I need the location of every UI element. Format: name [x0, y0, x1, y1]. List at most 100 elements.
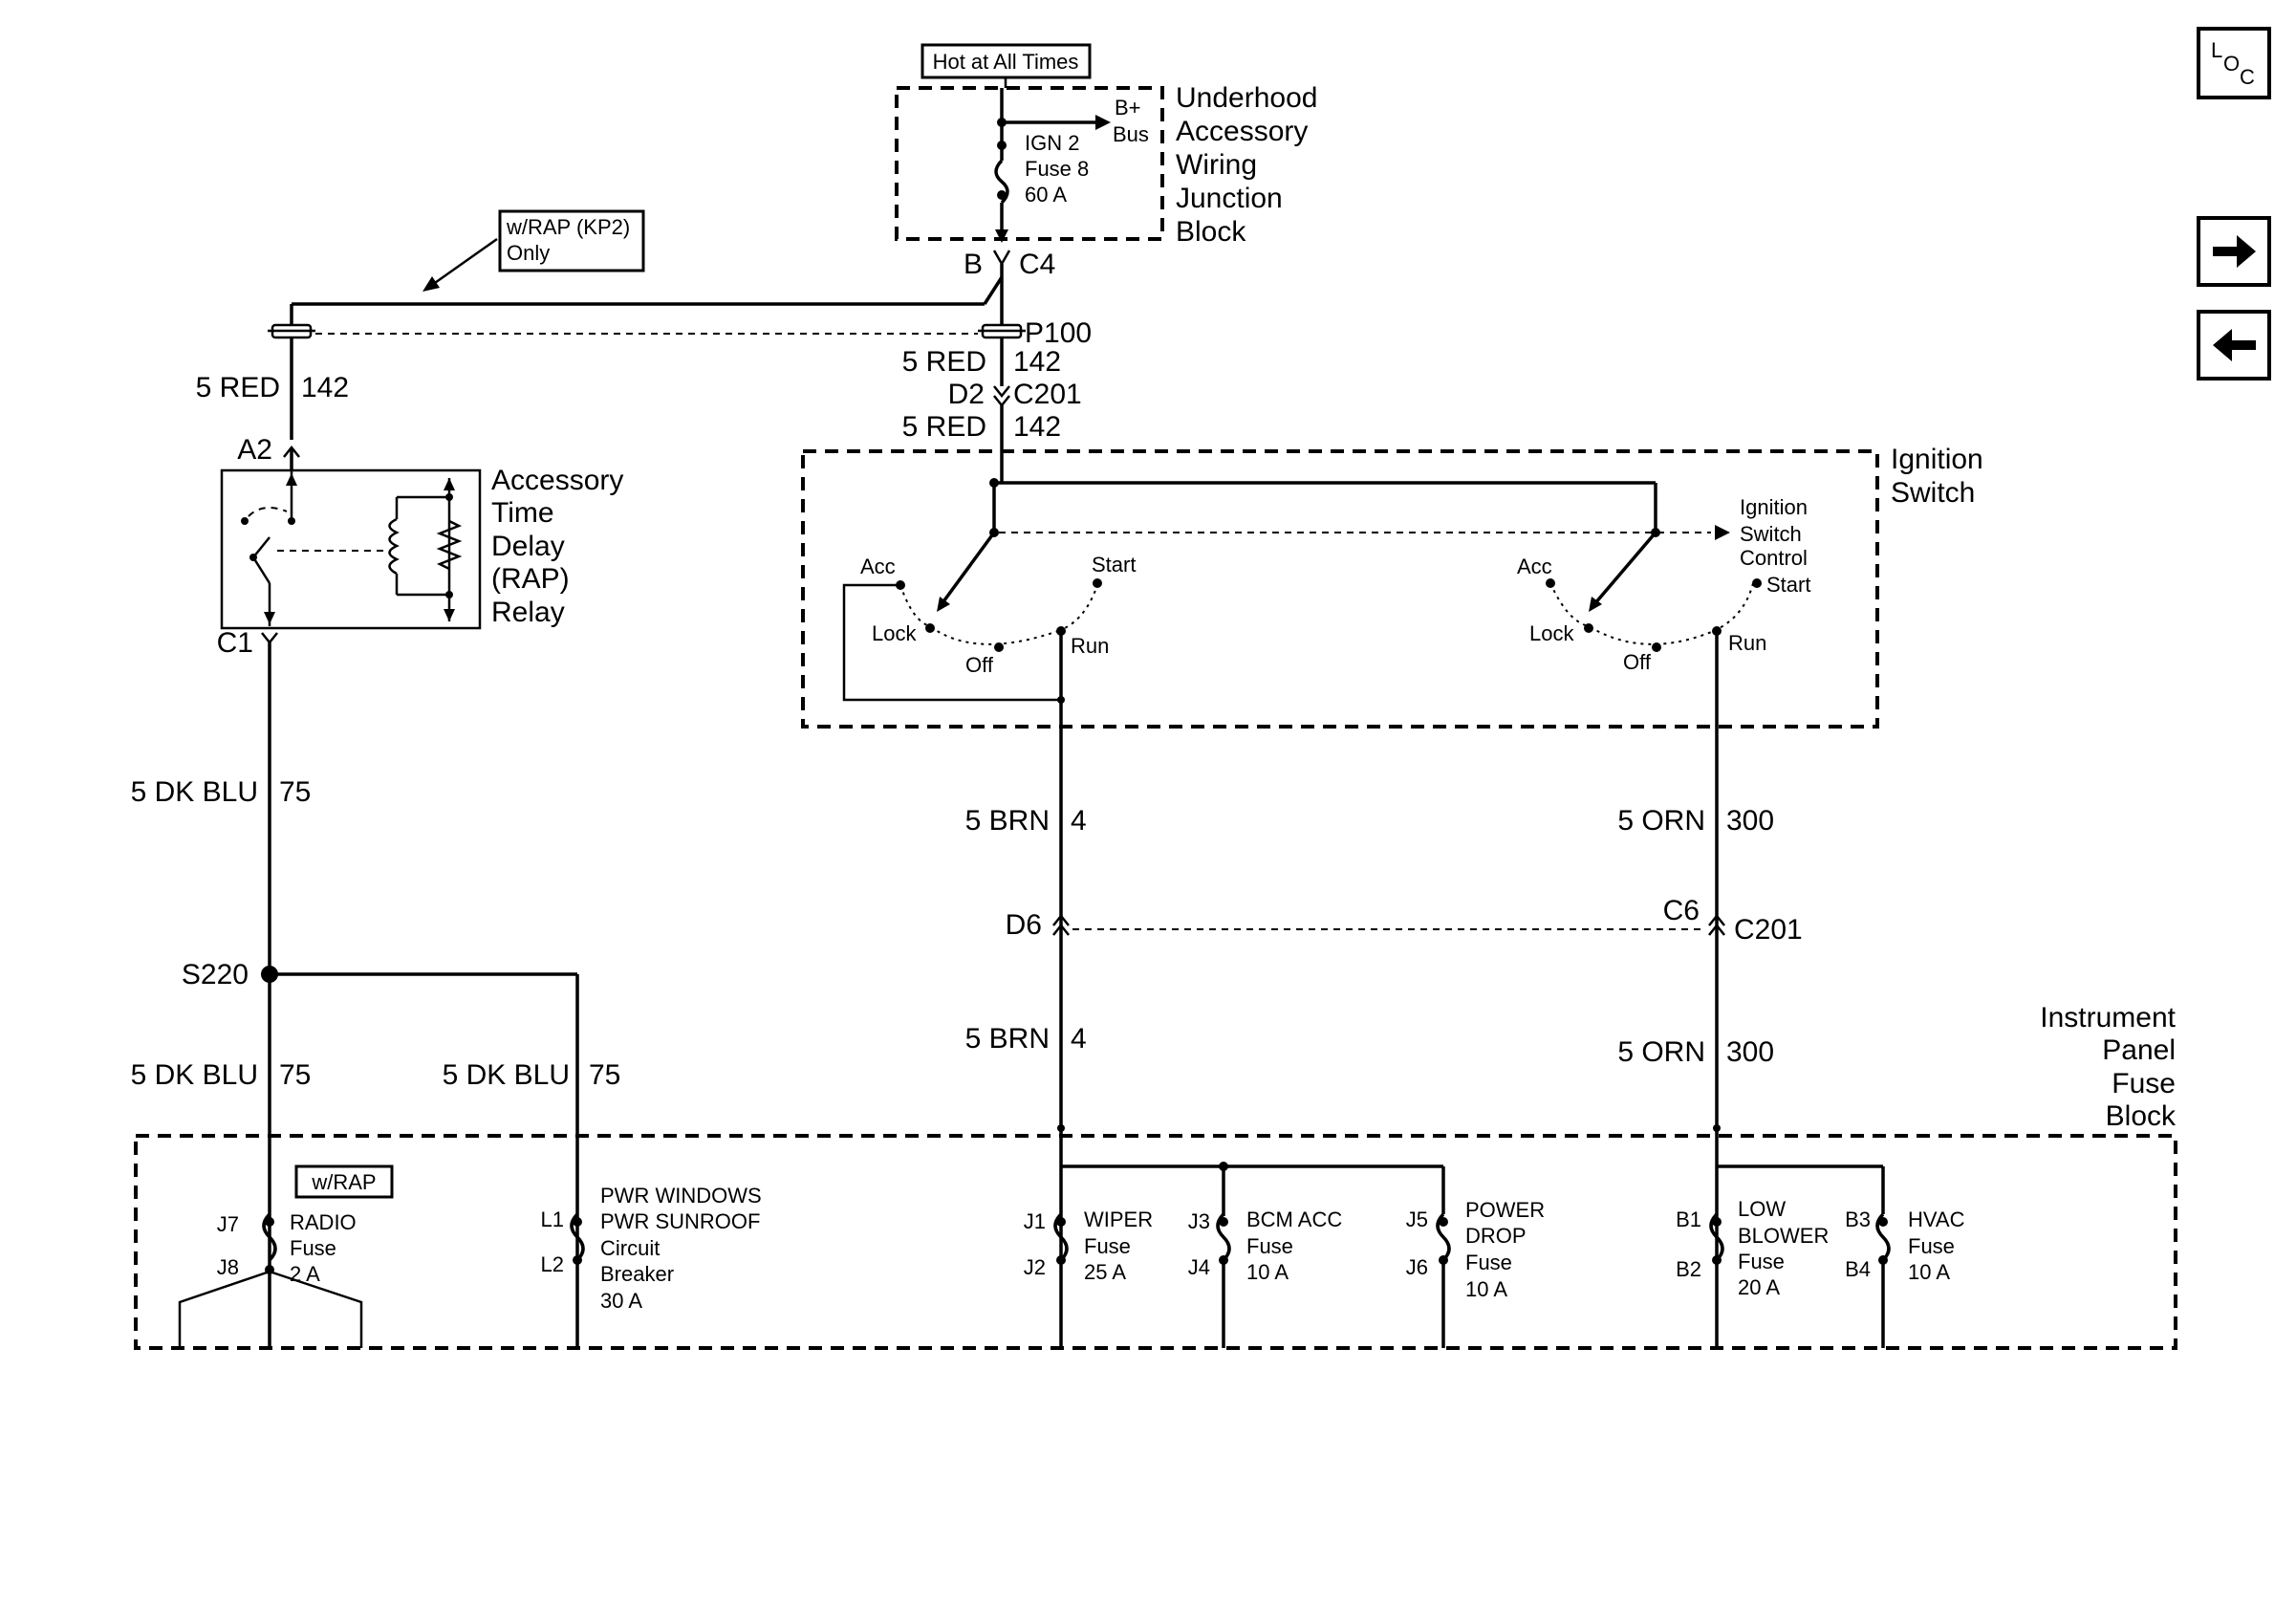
- relay-pin-bottom-label: C1: [217, 627, 253, 659]
- wire-color-label: 5 RED: [902, 411, 986, 443]
- fuse-label: 20 A: [1738, 1275, 1780, 1299]
- arrow-down-icon: [264, 612, 275, 624]
- fuse-label: Fuse: [1465, 1251, 1512, 1274]
- run-position-label: Run: [1071, 634, 1109, 658]
- feed-wiring: w/RAP (KP2) Only P100 5 RED 142 D2 C201 …: [196, 209, 1092, 483]
- rap-option-box: [498, 209, 645, 272]
- ignition-switch-title: Ignition: [1891, 444, 1983, 475]
- bus-arrow-icon: [1095, 115, 1111, 130]
- c201-connector-label: C201: [1734, 914, 1803, 946]
- wire-circuit-label: 4: [1071, 805, 1087, 837]
- arrow-icon: [937, 597, 950, 612]
- wire-circuit-label: 4: [1071, 1023, 1087, 1055]
- fuse-label: PWR SUNROOF: [600, 1209, 760, 1233]
- p100-splice-pack-left: [268, 323, 315, 339]
- fuse-label: RADIO: [290, 1210, 357, 1234]
- wire-color-label: 5 DK BLU: [131, 1059, 258, 1091]
- underhood-title-line: Junction: [1176, 183, 1283, 214]
- resistor-icon: [436, 519, 463, 571]
- arrow-right-icon: [1715, 525, 1730, 540]
- loc-letter: C: [2240, 65, 2255, 89]
- fuse-pin-in: L1: [541, 1208, 564, 1231]
- wire-color-label: 5 DK BLU: [443, 1059, 570, 1091]
- loc-letter: O: [2223, 52, 2240, 76]
- relay-title-line: Time: [491, 497, 554, 529]
- fuse-label: 10 A: [1465, 1277, 1507, 1301]
- wire-circuit-label: 300: [1726, 1036, 1774, 1068]
- off-position-label: Off: [965, 653, 994, 677]
- underhood-title-line: Underhood: [1176, 82, 1317, 114]
- ignition-switch-outline: [801, 449, 1879, 729]
- ip-fuse-block-title: Fuse: [2112, 1068, 2176, 1099]
- fuse-pin-in: J5: [1406, 1208, 1428, 1231]
- rap-relay-box: [220, 468, 482, 630]
- left-arrow-icon: [2213, 329, 2256, 361]
- fuse-pin-in: B1: [1676, 1208, 1701, 1231]
- fuse-label: Fuse: [1738, 1250, 1785, 1273]
- fuse-pin-out: B2: [1676, 1257, 1701, 1281]
- fuse-label: 2 A: [290, 1262, 320, 1286]
- relay-pin-top-label: A2: [237, 434, 272, 466]
- connector-icon: [1052, 923, 1070, 936]
- fuse-8-label: 60 A: [1025, 183, 1067, 207]
- wire-color-label: 5 BRN: [965, 805, 1050, 837]
- wire-color-label: 5 RED: [196, 372, 280, 403]
- fuse-pin-out: J4: [1188, 1255, 1210, 1279]
- fuse-symbol-icon: [994, 159, 1009, 205]
- connector-icon: [261, 632, 278, 645]
- wire-circuit-label: 142: [1013, 411, 1061, 443]
- fuse-pin-out: J2: [1024, 1255, 1046, 1279]
- relay-title-line: (RAP): [491, 563, 570, 595]
- lock-position-label: Lock: [872, 621, 917, 645]
- underhood-block-outline: [895, 86, 1164, 241]
- circuit-breaker-pwr: L1 L2 PWR WINDOWS PWR SUNROOF Circuit Br…: [541, 1184, 762, 1313]
- ip-fuse-block-title: Instrument: [2040, 1002, 2176, 1033]
- c4-pin-label: B: [964, 249, 983, 280]
- start-position-label: Start: [1092, 553, 1136, 577]
- fuse-wiper: J1 J2 WIPER Fuse 25 A: [1024, 1208, 1153, 1284]
- rap-option-label: Only: [507, 241, 550, 265]
- right-arrow-icon: [2213, 235, 2256, 268]
- ignition-switch-title: Switch: [1891, 477, 1975, 509]
- fuse-label: 25 A: [1084, 1260, 1126, 1284]
- wire-color-label: 5 ORN: [1617, 805, 1705, 837]
- fuse-label: PWR WINDOWS: [600, 1184, 762, 1208]
- location-button[interactable]: L O C: [2197, 27, 2271, 99]
- fuse-8-label: IGN 2: [1025, 131, 1079, 155]
- relay-title-line: Relay: [491, 597, 565, 628]
- switch-control-label: Control: [1740, 546, 1808, 570]
- prev-page-button[interactable]: [2197, 310, 2271, 381]
- c201-pin-label: C6: [1663, 895, 1700, 926]
- wire-color-label: 5 DK BLU: [131, 776, 258, 808]
- fuse-label: Fuse: [290, 1236, 336, 1260]
- location-button-frame[interactable]: [2197, 27, 2271, 99]
- lock-position-label: Lock: [1529, 621, 1574, 645]
- fuse-label: BCM ACC: [1246, 1208, 1342, 1231]
- fuse-label: DROP: [1465, 1224, 1527, 1248]
- wire-color-label: 5 RED: [902, 346, 986, 378]
- c201-connector-label: C201: [1013, 379, 1082, 410]
- rap-option-label: w/RAP (KP2): [506, 215, 630, 239]
- arrow-up-icon: [286, 473, 297, 486]
- run-position-label: Run: [1728, 631, 1766, 655]
- fuse-pin-out: B4: [1845, 1257, 1871, 1281]
- connector-icon: [1052, 913, 1070, 926]
- fuse-radio: J7 J8 RADIO Fuse 2 A: [217, 1210, 357, 1286]
- c201-pin-label: D6: [1006, 909, 1042, 941]
- fuse-power-drop: J5 J6 POWER DROP Fuse 10 A: [1406, 1198, 1545, 1348]
- ip-fuse-block-title: Block: [2106, 1100, 2177, 1132]
- c201-pin-label: D2: [948, 379, 985, 410]
- underhood-junction-block: Hot at All Times Underhood Accessory Wir…: [895, 43, 1317, 280]
- fuse-label: Fuse: [1084, 1234, 1131, 1258]
- fuse-label: 10 A: [1908, 1260, 1950, 1284]
- wire-circuit-label: 142: [301, 372, 349, 403]
- ip-fuse-block-outline: [134, 1134, 2177, 1350]
- fuse-8-label: Fuse 8: [1025, 157, 1089, 181]
- relay-coil-icon: [388, 517, 400, 576]
- fuse-pin-in: J7: [217, 1212, 239, 1236]
- arrow-down-icon: [995, 229, 1008, 243]
- connector-icon: [993, 385, 1010, 399]
- fuse-label: Fuse: [1908, 1234, 1955, 1258]
- arrow-up-icon: [444, 478, 455, 490]
- next-page-button[interactable]: [2197, 216, 2271, 287]
